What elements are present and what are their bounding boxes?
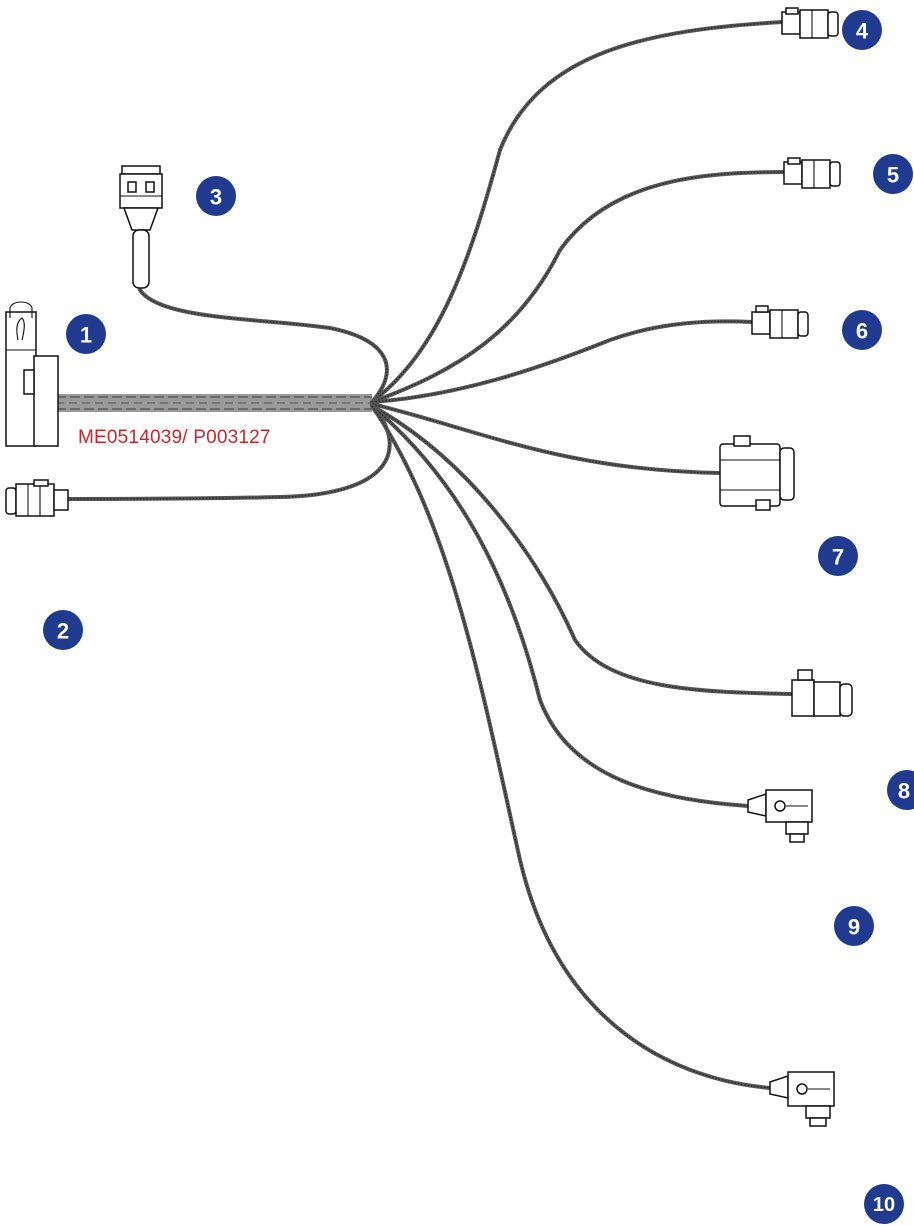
callout-1-label: 1 <box>80 323 92 348</box>
wire-to-connector-5 <box>370 170 786 404</box>
callout-8-label: 8 <box>898 779 910 804</box>
wire-to-connector-4 <box>370 20 784 404</box>
callout-9-label: 9 <box>848 915 860 940</box>
callout-9: 9 <box>834 906 874 946</box>
callout-4: 4 <box>842 10 882 50</box>
wire-to-connector-6 <box>370 319 754 404</box>
connector-4 <box>781 7 839 39</box>
connector-6 <box>751 305 809 339</box>
callout-7: 7 <box>818 536 858 576</box>
wire-to-connector-2 <box>66 402 392 501</box>
callout-4-label: 4 <box>856 19 869 44</box>
connector-3 <box>119 165 163 289</box>
callout-6: 6 <box>842 310 882 350</box>
callout-5: 5 <box>873 154 913 194</box>
connector-9 <box>747 789 813 843</box>
harness-trunk <box>56 394 372 412</box>
connector-10 <box>769 1071 835 1127</box>
callout-7-label: 7 <box>832 545 844 570</box>
callout-3-label: 3 <box>210 185 222 210</box>
callout-2: 2 <box>43 610 83 650</box>
callout-3: 3 <box>196 176 236 216</box>
callout-8: 8 <box>887 770 914 810</box>
callout-2-label: 2 <box>57 619 69 644</box>
connector-5 <box>783 157 841 189</box>
wire-to-connector-10 <box>370 404 772 1090</box>
connector-1-main-block <box>5 301 59 447</box>
callout-5-label: 5 <box>887 163 899 188</box>
wire-to-connector-3 <box>138 288 389 404</box>
callout-10-label: 10 <box>873 1194 895 1216</box>
branch-wires <box>66 20 794 1090</box>
connector-7 <box>719 435 795 511</box>
part-number-label: ME0514039/ P003127 <box>78 427 271 448</box>
callout-6-label: 6 <box>856 319 868 344</box>
callout-1: 1 <box>66 314 106 354</box>
connector-2 <box>5 479 69 517</box>
wire-to-connector-7 <box>370 402 722 475</box>
callout-10: 10 <box>864 1184 904 1224</box>
connector-8 <box>791 669 853 717</box>
